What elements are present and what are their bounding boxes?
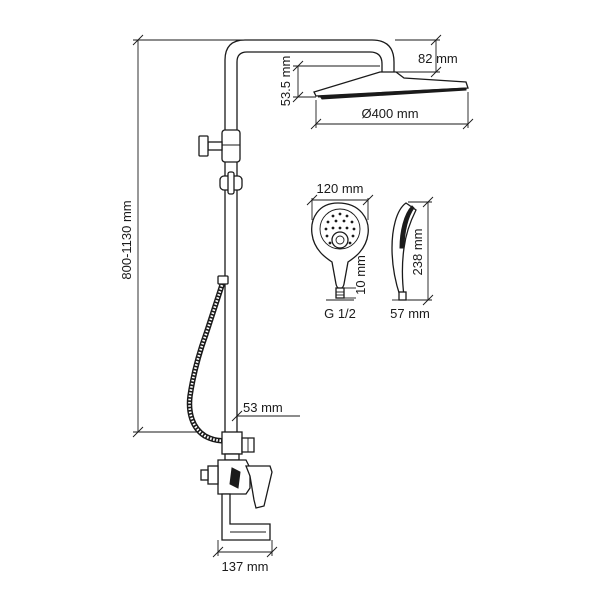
hand-thread-label: G 1/2 — [324, 306, 356, 321]
hand-length-label: 238 mm — [410, 229, 425, 276]
mixer-body — [200, 431, 273, 541]
hand-shower-front: 120 mm 10 mm G 1/2 — [306, 181, 374, 321]
outlet-offset-label: 53 mm — [243, 400, 283, 415]
hand-width-label: 120 mm — [317, 181, 364, 196]
outlet-offset-dimension: 53 mm — [231, 400, 300, 432]
head-drop-dimension: 82 mm — [395, 34, 458, 78]
head-thickness-label: 53.5 mm — [278, 56, 293, 107]
shower-hose — [186, 275, 238, 444]
head-diameter-dimension: Ø400 mm — [310, 92, 474, 130]
column-adjuster — [198, 129, 243, 195]
hand-shower-side: 238 mm 57 mm — [390, 196, 434, 321]
head-drop-label: 82 mm — [418, 51, 458, 66]
head-diameter-label: Ø400 mm — [361, 106, 418, 121]
hand-depth-label: 57 mm — [390, 306, 430, 321]
height-dimension: 800-1130 mm — [119, 34, 265, 438]
shower-column — [224, 39, 395, 432]
mixer-depth-label: 137 mm — [222, 559, 269, 574]
rain-shower-head — [313, 71, 469, 100]
hand-neck-label: 10 mm — [353, 255, 368, 295]
height-range-label: 800-1130 mm — [119, 200, 134, 279]
mixer-depth-dimension: 137 mm — [212, 540, 278, 574]
head-thickness-dimension: 53.5 mm — [278, 56, 380, 107]
